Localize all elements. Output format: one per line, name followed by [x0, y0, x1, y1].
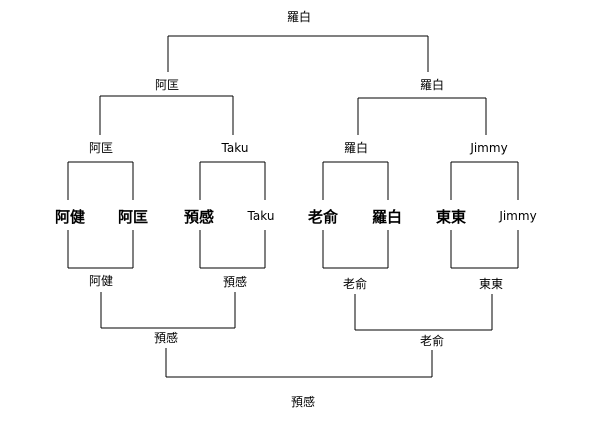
- player-name: 阿匡: [118, 208, 148, 226]
- top-bracket-lines: [67, 35, 519, 200]
- bottom-semifinal-winner-left: 預感: [154, 330, 178, 345]
- bottom-quarterfinal-winner-2: 預感: [223, 274, 247, 289]
- player-name: 阿健: [55, 208, 85, 226]
- bottom-quarterfinal-winner-1: 阿健: [89, 274, 113, 288]
- player-name: 東東: [436, 208, 466, 226]
- bottom-semifinal-winner-right: 老俞: [420, 333, 444, 348]
- player-name: 羅白: [372, 208, 402, 226]
- player-name: 老俞: [307, 208, 339, 226]
- top-final-winner: 羅白: [287, 9, 311, 24]
- top-quarterfinal-winner-4: Jimmy: [469, 141, 507, 155]
- top-quarterfinal-winner-1: 阿匡: [89, 141, 113, 155]
- top-semifinal-winner-left: 阿匡: [155, 78, 179, 92]
- bottom-final-winner: 預感: [291, 394, 315, 409]
- top-semifinal-winner-right: 羅白: [420, 77, 444, 92]
- player-name: Taku: [247, 209, 275, 223]
- player-name: Jimmy: [498, 209, 536, 223]
- bottom-bracket-lines: [67, 230, 519, 378]
- top-quarterfinal-winner-2: Taku: [221, 141, 249, 155]
- player-name: 預感: [184, 208, 214, 226]
- top-quarterfinal-winner-3: 羅白: [344, 140, 368, 155]
- bottom-quarterfinal-winner-4: 東東: [479, 277, 503, 291]
- bottom-quarterfinal-winner-3: 老俞: [343, 276, 367, 291]
